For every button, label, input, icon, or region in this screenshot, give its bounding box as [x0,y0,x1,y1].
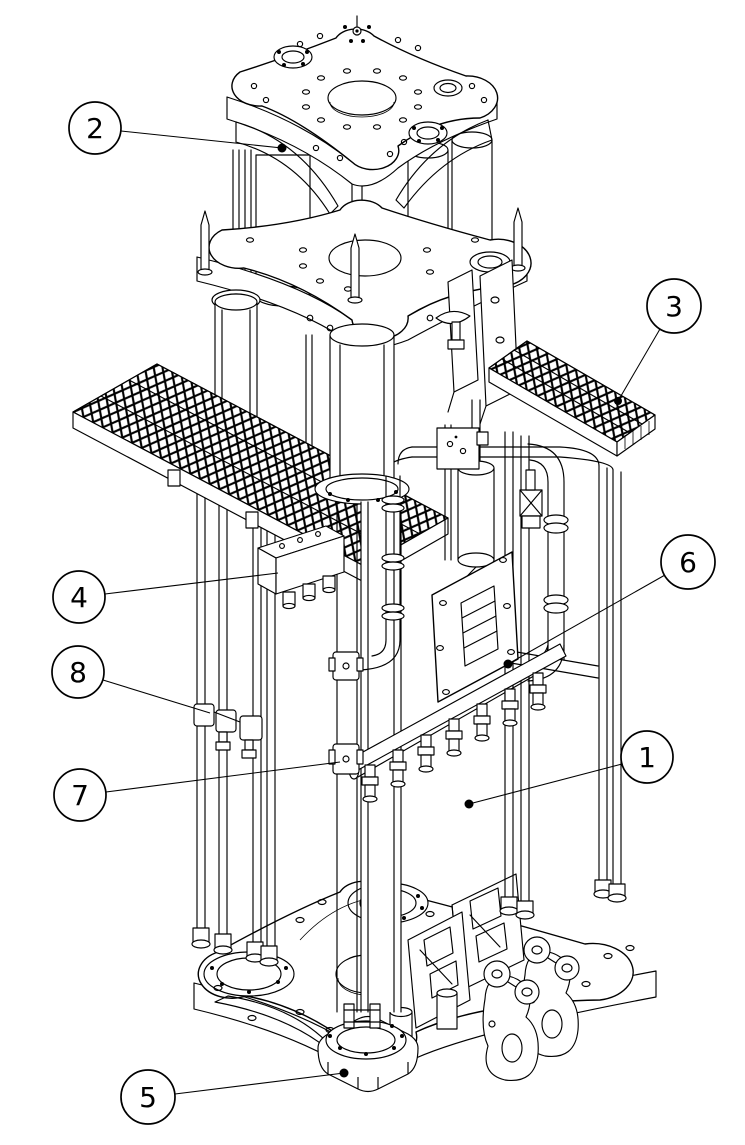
callout-balloon-7: 7 [53,761,341,822]
callout-balloon-4: 4 [52,570,279,624]
horizontal-pipe [383,446,614,477]
callout-number: 1 [638,741,656,774]
hose-couplings [361,672,547,803]
callout-balloon-5: 5 [120,1068,349,1125]
base-plate-assembly [193,873,657,1082]
tube-clamp-item7 [328,743,364,775]
column-foot [317,1003,419,1093]
callout-number: 5 [139,1081,157,1114]
walkway-grating-right [488,340,656,457]
callout-number: 6 [679,546,697,579]
pipe-clamp-item8 [193,703,263,759]
callout-balloon-3: 3 [614,278,702,405]
callouts: 2 3 4 8 7 6 1 5 [51,101,716,1125]
bolt-hole-ring [301,68,423,130]
padeye-lugs [482,936,580,1082]
curved-support-arm [235,119,493,215]
callout-number: 4 [70,581,88,614]
callout-number: 8 [69,656,87,689]
elbow-pipe [519,443,569,682]
valve-block [436,427,489,470]
mid-plate-holes [245,237,480,292]
callout-balloon-6: 6 [503,534,716,669]
hydraulic-manifold [257,525,345,610]
tube-clamp-upper [328,651,364,681]
callout-balloon-8: 8 [51,645,211,714]
guide-pin [197,207,526,304]
hand-valve [435,310,471,350]
callout-number: 3 [665,290,683,323]
vent-panel [431,551,519,703]
left-pipes [191,465,279,967]
flanged-riser [359,475,405,671]
callout-balloon-2: 2 [68,101,287,155]
plate-studs [250,32,488,162]
cylinder-cap-bosses [273,45,463,145]
callout-balloon-1: 1 [464,730,674,809]
callout-number: 2 [86,112,104,145]
callout-number: 7 [71,779,89,812]
small-valve-stack [519,469,543,529]
